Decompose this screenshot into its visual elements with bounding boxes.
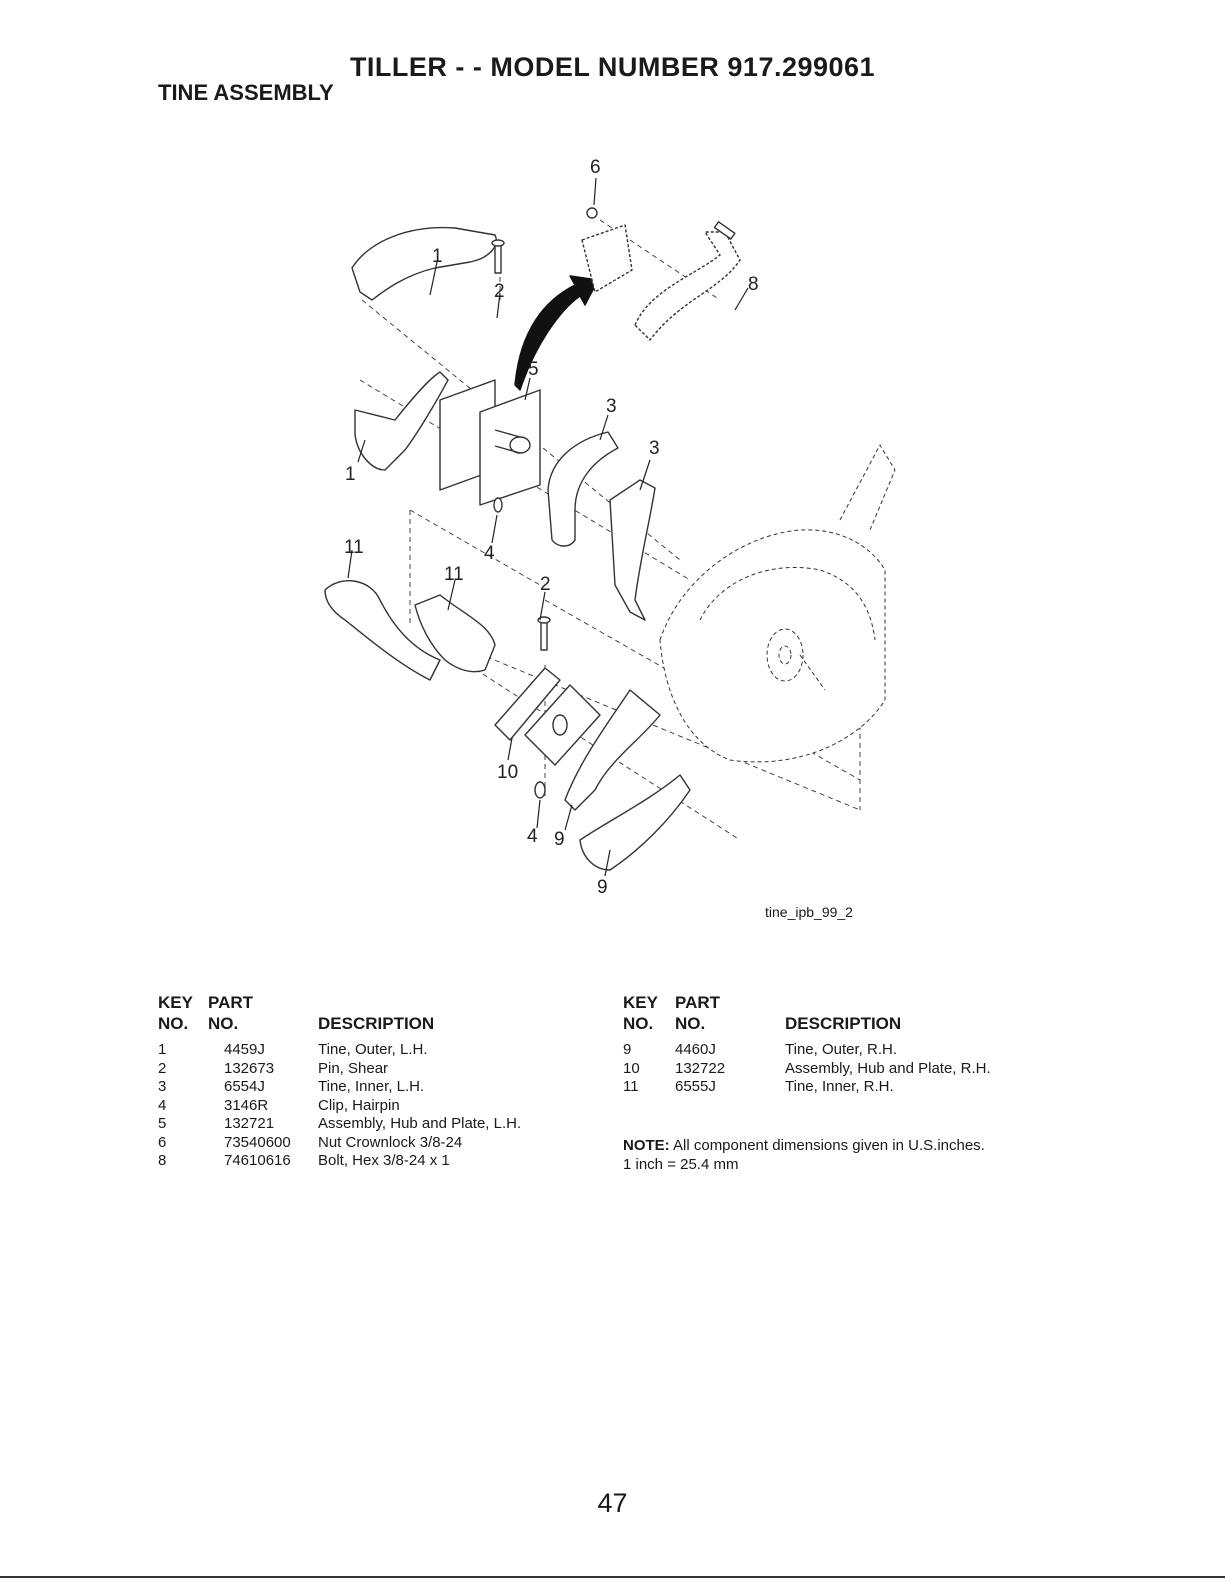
- hairpin-clip-lower: [534, 781, 546, 799]
- note-text: All component dimensions given in U.S.in…: [669, 1137, 985, 1154]
- header-part: PART: [208, 993, 254, 1012]
- callout-label: 3: [606, 396, 617, 417]
- shear-pin-upper: [491, 239, 505, 274]
- callout-label: 5: [528, 359, 539, 380]
- tine-inner-lh-b: [609, 479, 656, 621]
- dimension-note: NOTE: All component dimensions given in …: [623, 1136, 985, 1174]
- shear-pin-lower: [537, 616, 551, 651]
- header-key: KEY: [158, 993, 193, 1012]
- callout-label: 2: [540, 574, 551, 595]
- table-header-row: KEY PART: [158, 992, 578, 1013]
- hairpin-clip-upper: [493, 497, 503, 513]
- section-title: TINE ASSEMBLY: [158, 80, 334, 105]
- tine-inner-rh-b: [414, 594, 496, 673]
- callout-labels: 1 2 5 3 3 6 8 1 4 11 11 2 10 4 9 9: [344, 157, 759, 898]
- hub-plate-lh: [439, 379, 541, 506]
- callout-label: 2: [494, 281, 505, 302]
- callout-label: 4: [484, 543, 495, 564]
- tine-outer-rh-lower: [579, 774, 691, 871]
- tine-assembly-diagram: 1 2 5 3 3 6 8 1 4 11 11 2 10 4 9 9: [324, 157, 896, 898]
- header-part-no: NO.: [675, 1014, 706, 1033]
- tine-inner-lh-a: [547, 431, 619, 547]
- figure-id: tine_ipb_99_2: [765, 904, 853, 920]
- callout-label: 8: [748, 274, 759, 295]
- page-title: TILLER - - MODEL NUMBER 917.299061: [349, 52, 876, 82]
- tine-outer-lh-lower: [354, 371, 449, 471]
- callout-leaders: [347, 177, 749, 877]
- callout-label: 11: [344, 537, 364, 558]
- header-part: PART: [675, 993, 721, 1012]
- header-key-no: NO.: [623, 1014, 654, 1033]
- callout-label: 1: [345, 464, 356, 485]
- header-key: KEY: [623, 993, 658, 1012]
- tine-inner-rh-a: [324, 580, 441, 681]
- tiller-housing: [659, 444, 896, 763]
- hex-bolt: [713, 221, 736, 240]
- tine-outer-lh-upper: [351, 226, 497, 301]
- header-key-no: NO.: [158, 1014, 189, 1033]
- callout-label: 9: [597, 877, 608, 898]
- table-header-row: NO. NO. DESCRIPTION: [623, 1013, 1063, 1034]
- tine-flange: [581, 224, 633, 293]
- callout-label: 1: [432, 246, 443, 267]
- callout-label: 10: [497, 762, 518, 783]
- page-number: 47: [597, 1488, 628, 1518]
- tine-tip-upper: [634, 231, 741, 341]
- table-header-row: NO. NO. DESCRIPTION: [158, 1013, 578, 1034]
- callout-label: 9: [554, 829, 565, 850]
- note-conversion: 1 inch = 25.4 mm: [623, 1156, 739, 1173]
- header-description: DESCRIPTION: [785, 1014, 902, 1033]
- header-description: DESCRIPTION: [318, 1014, 435, 1033]
- callout-label: 3: [649, 438, 660, 459]
- callout-label: 11: [444, 564, 464, 585]
- header-part-no: NO.: [208, 1014, 239, 1033]
- hub-plate-rh: [494, 667, 601, 766]
- crownlock-nut: [586, 207, 598, 219]
- tine-outer-rh-upper: [564, 689, 661, 811]
- callout-label: 4: [527, 826, 538, 847]
- note-label: NOTE:: [623, 1137, 670, 1154]
- table-header-row: KEY PART: [623, 992, 1063, 1013]
- callout-label: 6: [590, 157, 601, 178]
- bottom-rule: [0, 1576, 1225, 1578]
